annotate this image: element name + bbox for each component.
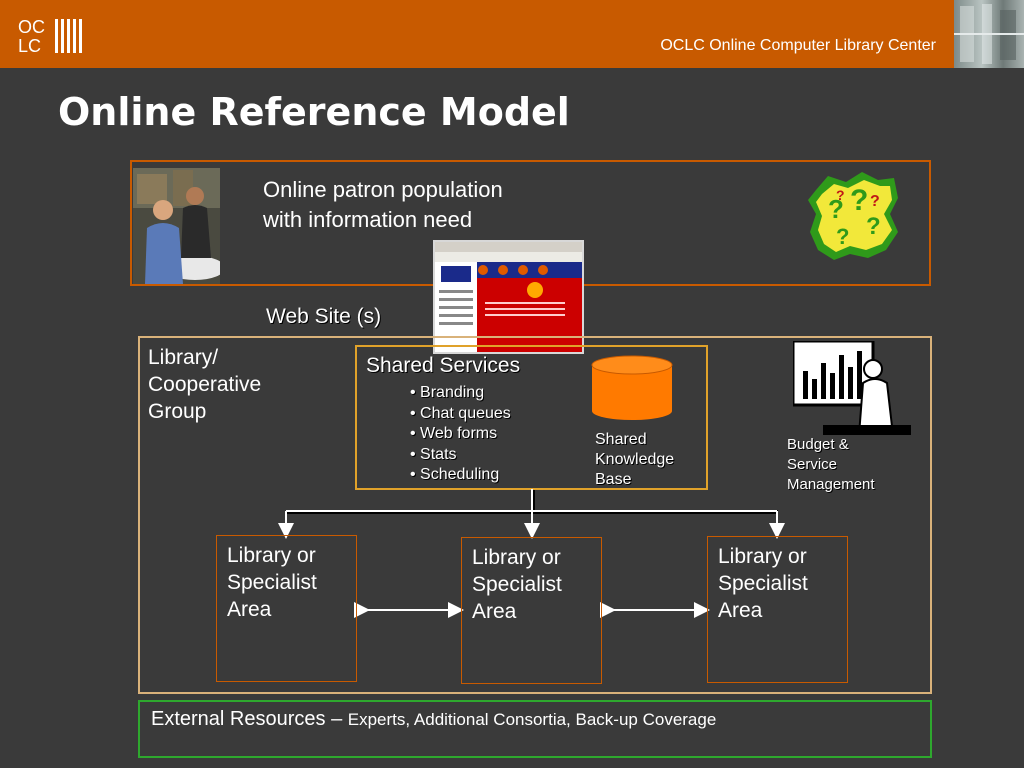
bullet-chat-queues: • Chat queues	[410, 404, 511, 422]
building-photo	[954, 0, 1024, 68]
library-area-box-1	[216, 535, 357, 682]
oclc-logo: OC LC	[16, 16, 86, 56]
logo-line2: LC	[18, 36, 41, 56]
budget-line2: Service	[787, 456, 838, 473]
knowledge-base-line3: Base	[595, 471, 632, 488]
patron-text-line1: Online patron population	[263, 177, 503, 202]
external-resources-text: External Resources – Experts, Additional…	[151, 708, 716, 731]
external-resources-details: Experts, Additional Consortia, Back-up C…	[347, 710, 717, 729]
external-resources-box	[138, 700, 932, 758]
area1-line1: Library or	[227, 544, 316, 567]
group-label-line2: Cooperative	[148, 373, 262, 396]
svg-text:?: ?	[870, 193, 880, 210]
area1-line2: Specialist	[227, 571, 317, 594]
library-area-label-2: Library or Specialist Area	[472, 544, 562, 625]
budget-label: Budget & Service Management	[787, 435, 875, 495]
bullet-scheduling: • Scheduling	[410, 466, 500, 483]
svg-text:?: ?	[836, 187, 845, 203]
database-cylinder-icon	[590, 355, 674, 421]
area3-line2: Specialist	[718, 572, 808, 595]
area3-line1: Library or	[718, 545, 807, 568]
svg-text:?: ?	[850, 184, 868, 217]
shared-services-title: Shared Services	[366, 354, 521, 377]
group-label-line3: Group	[148, 400, 207, 423]
svg-text:?: ?	[866, 213, 881, 240]
group-label: Library/ Cooperative Group	[148, 344, 261, 425]
presenter-bar-chart-clipart-icon	[791, 339, 911, 436]
shared-services-list: • Branding • Chat queues • Web forms • S…	[410, 383, 511, 486]
patron-text-line2: with information need	[263, 207, 473, 232]
group-label-line1: Library/	[148, 346, 219, 369]
budget-line3: Management	[787, 476, 875, 493]
svg-text:?: ?	[828, 194, 844, 224]
area1-line3: Area	[227, 598, 272, 621]
library-area-label-1: Library or Specialist Area	[227, 542, 317, 623]
question-marks-clipart-icon: ? ? ? ? ? ?	[806, 170, 900, 262]
logo-line1: OC	[18, 17, 45, 37]
website-label: Web Site (s)	[266, 305, 382, 328]
library-cooperative-group-box	[138, 336, 932, 694]
knowledge-base-line2: Knowledge	[595, 451, 675, 468]
external-resources-label: External Resources –	[151, 708, 348, 730]
slide-title: Online Reference Model	[58, 90, 570, 134]
knowledge-base-label: Shared Knowledge Base	[595, 430, 674, 490]
patrons-at-computer-photo	[133, 168, 225, 284]
library-area-box-3	[707, 536, 848, 683]
area2-line1: Library or	[472, 546, 561, 569]
library-area-label-3: Library or Specialist Area	[718, 543, 808, 624]
area3-line3: Area	[718, 599, 763, 622]
area2-line2: Specialist	[472, 573, 562, 596]
header-bar: OC LC OCLC Online Computer Library Cente…	[0, 0, 1024, 68]
svg-text:?: ?	[836, 224, 849, 249]
ask-now-website-screenshot	[433, 240, 584, 354]
bullet-stats: • Stats	[410, 445, 457, 463]
area2-line3: Area	[472, 600, 517, 623]
bullet-web-forms: • Web forms	[410, 425, 498, 442]
knowledge-base-line1: Shared	[595, 431, 647, 448]
bullet-branding: • Branding	[410, 384, 485, 401]
header-org-name: OCLC Online Computer Library Center	[660, 37, 936, 54]
patron-text: Online patron population with informatio…	[263, 175, 503, 235]
library-area-box-2	[461, 537, 602, 684]
budget-line1: Budget &	[787, 436, 849, 453]
